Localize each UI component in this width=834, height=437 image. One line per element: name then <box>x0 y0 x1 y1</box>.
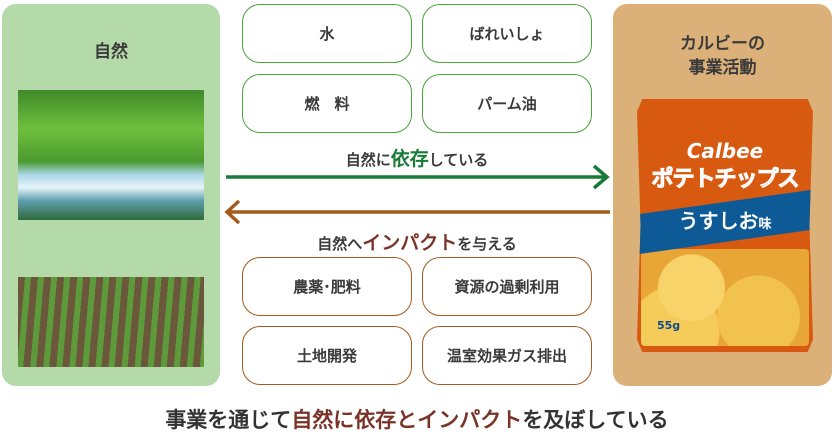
business-title-line2: 事業活動 <box>688 58 757 78</box>
potato-chips-bag-image: Calbee ポテトチップス うすしお味 55g <box>637 99 813 352</box>
chips-illustration <box>641 249 809 346</box>
forest-stream-image <box>18 90 204 220</box>
label-text: している <box>428 151 489 169</box>
impact-item: 温室効果ガス排出 <box>422 326 592 385</box>
label-emphasis: インパクト <box>362 232 458 254</box>
impact-arrow-icon <box>224 199 610 224</box>
dependency-item: 水 <box>242 4 412 63</box>
potato-field-image <box>18 237 204 367</box>
summary-emphasis: 自然に依存とインパクト <box>291 408 523 432</box>
label-text: 自然に <box>345 151 391 169</box>
brand-logo: Calbee <box>686 139 764 163</box>
summary-statement: 事業を通じて自然に依存とインパクトを及ぼしている <box>0 404 834 434</box>
label-text: 自然へ <box>317 235 363 253</box>
nature-title: 自然 <box>94 42 128 62</box>
impact-item: 資源の過剰利用 <box>422 257 592 316</box>
label-text: を与える <box>457 235 517 253</box>
calbee-business-panel: カルビーの 事業活動 Calbee ポテトチップス うすしお味 55g <box>613 4 832 386</box>
impact-item: 土地開発 <box>242 326 412 385</box>
product-name: ポテトチップス <box>651 167 800 193</box>
dependency-arrow-icon <box>226 164 610 190</box>
business-title-line1: カルビーの <box>680 34 765 54</box>
dependency-item: 燃 料 <box>242 74 412 133</box>
impact-label: 自然へインパクトを与える <box>222 228 612 255</box>
arrows <box>224 164 610 224</box>
dependency-label: 自然に依存している <box>222 144 612 171</box>
dependency-item: パーム油 <box>422 74 592 133</box>
product-weight: 55g <box>657 319 681 332</box>
dependency-item: ばれいしょ <box>422 4 592 63</box>
impact-item: 農薬･肥料 <box>242 257 412 316</box>
summary-text: を及ぼしている <box>522 408 669 432</box>
label-emphasis: 依存 <box>390 148 429 170</box>
flavor-suffix: 味 <box>758 217 772 232</box>
product-flavor: うすしお味 <box>637 205 813 234</box>
summary-text: 事業を通じて <box>165 408 292 432</box>
nature-panel: 自然 <box>2 4 220 386</box>
flavor-text: うすしお <box>678 209 759 233</box>
